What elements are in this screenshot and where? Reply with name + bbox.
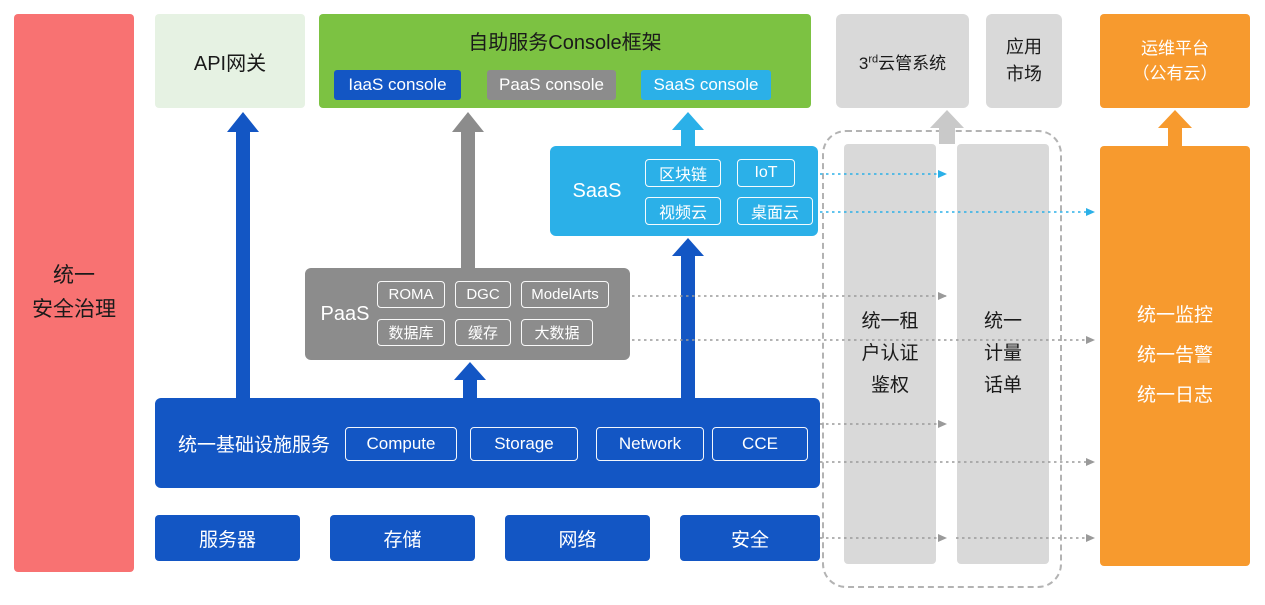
arrow-saas-to-console — [672, 112, 704, 148]
om-platform-label: 运维平台 （公有云） — [1132, 38, 1218, 84]
arrow-infra-to-saas — [672, 238, 704, 400]
hw-storage-box: 存储 — [330, 515, 475, 561]
security-governance-label: 统一 安全治理 — [32, 264, 116, 321]
paas-console-label: PaaS console — [499, 75, 604, 94]
infrastructure-box — [155, 398, 820, 488]
api-gateway-box: API网关 — [155, 14, 305, 108]
metering-bar: 统一 计量 话单 — [957, 144, 1049, 564]
modelarts-chip: ModelArts — [521, 281, 609, 308]
saas-box — [550, 146, 818, 236]
video-cloud-chip: 视频云 — [645, 197, 721, 225]
third-party-cloud-label: 3rd云管系统 — [858, 52, 947, 73]
om-platform-box: 运维平台 （公有云） — [1100, 14, 1250, 108]
compute-chip: Compute — [345, 427, 457, 461]
monitoring-bar: 统一监控 统一告警 统一日志 — [1100, 146, 1250, 566]
server-box: 服务器 — [155, 515, 300, 561]
blockchain-chip: 区块链 — [645, 159, 721, 187]
security-governance-bar: 统一 安全治理 — [14, 14, 134, 572]
iot-chip: IoT — [737, 159, 795, 187]
saas-label: SaaS — [572, 179, 622, 202]
hw-network-box: 网络 — [505, 515, 650, 561]
paas-label: PaaS — [320, 302, 370, 325]
cce-chip: CCE — [712, 427, 808, 461]
roma-chip: ROMA — [377, 281, 445, 308]
infrastructure-label: 统一基础设施服务 — [177, 434, 330, 456]
arrow-infra-to-paas — [454, 362, 486, 400]
iaas-console-label: IaaS console — [348, 75, 447, 94]
saas-console-label: SaaS console — [653, 75, 759, 94]
paas-box — [305, 268, 630, 360]
storage-chip: Storage — [470, 427, 578, 461]
monitoring-label: 统一监控 统一告警 统一日志 — [1136, 305, 1213, 406]
hw-security-box: 安全 — [680, 515, 820, 561]
cache-chip: 缓存 — [455, 319, 511, 346]
bigdata-chip: 大数据 — [521, 319, 593, 346]
dgc-chip: DGC — [455, 281, 511, 308]
metering-label: 统一 计量 话单 — [983, 310, 1022, 397]
database-chip: 数据库 — [377, 319, 445, 346]
app-market-box: 应用 市场 — [986, 14, 1062, 108]
desktop-cloud-chip: 桌面云 — [737, 197, 813, 225]
console-framework-title: 自助服务Console框架 — [468, 32, 662, 54]
app-market-label: 应用 市场 — [1006, 37, 1042, 84]
tenant-auth-bar: 统一租 户认证 鉴权 — [844, 144, 936, 564]
paas-console-chip: PaaS console — [487, 70, 616, 100]
iaas-console-chip: IaaS console — [334, 70, 461, 100]
arrow-infra-to-api-gateway — [227, 112, 259, 400]
api-gateway-label: API网关 — [193, 52, 267, 75]
third-party-cloud-box: 3rd云管系统 — [836, 14, 969, 108]
arrow-paas-to-console — [452, 112, 484, 270]
arrow-monitoring-to-om — [1158, 110, 1192, 146]
tenant-auth-label: 统一租 户认证 鉴权 — [861, 310, 919, 397]
saas-console-chip: SaaS console — [641, 70, 771, 100]
network-chip: Network — [596, 427, 704, 461]
